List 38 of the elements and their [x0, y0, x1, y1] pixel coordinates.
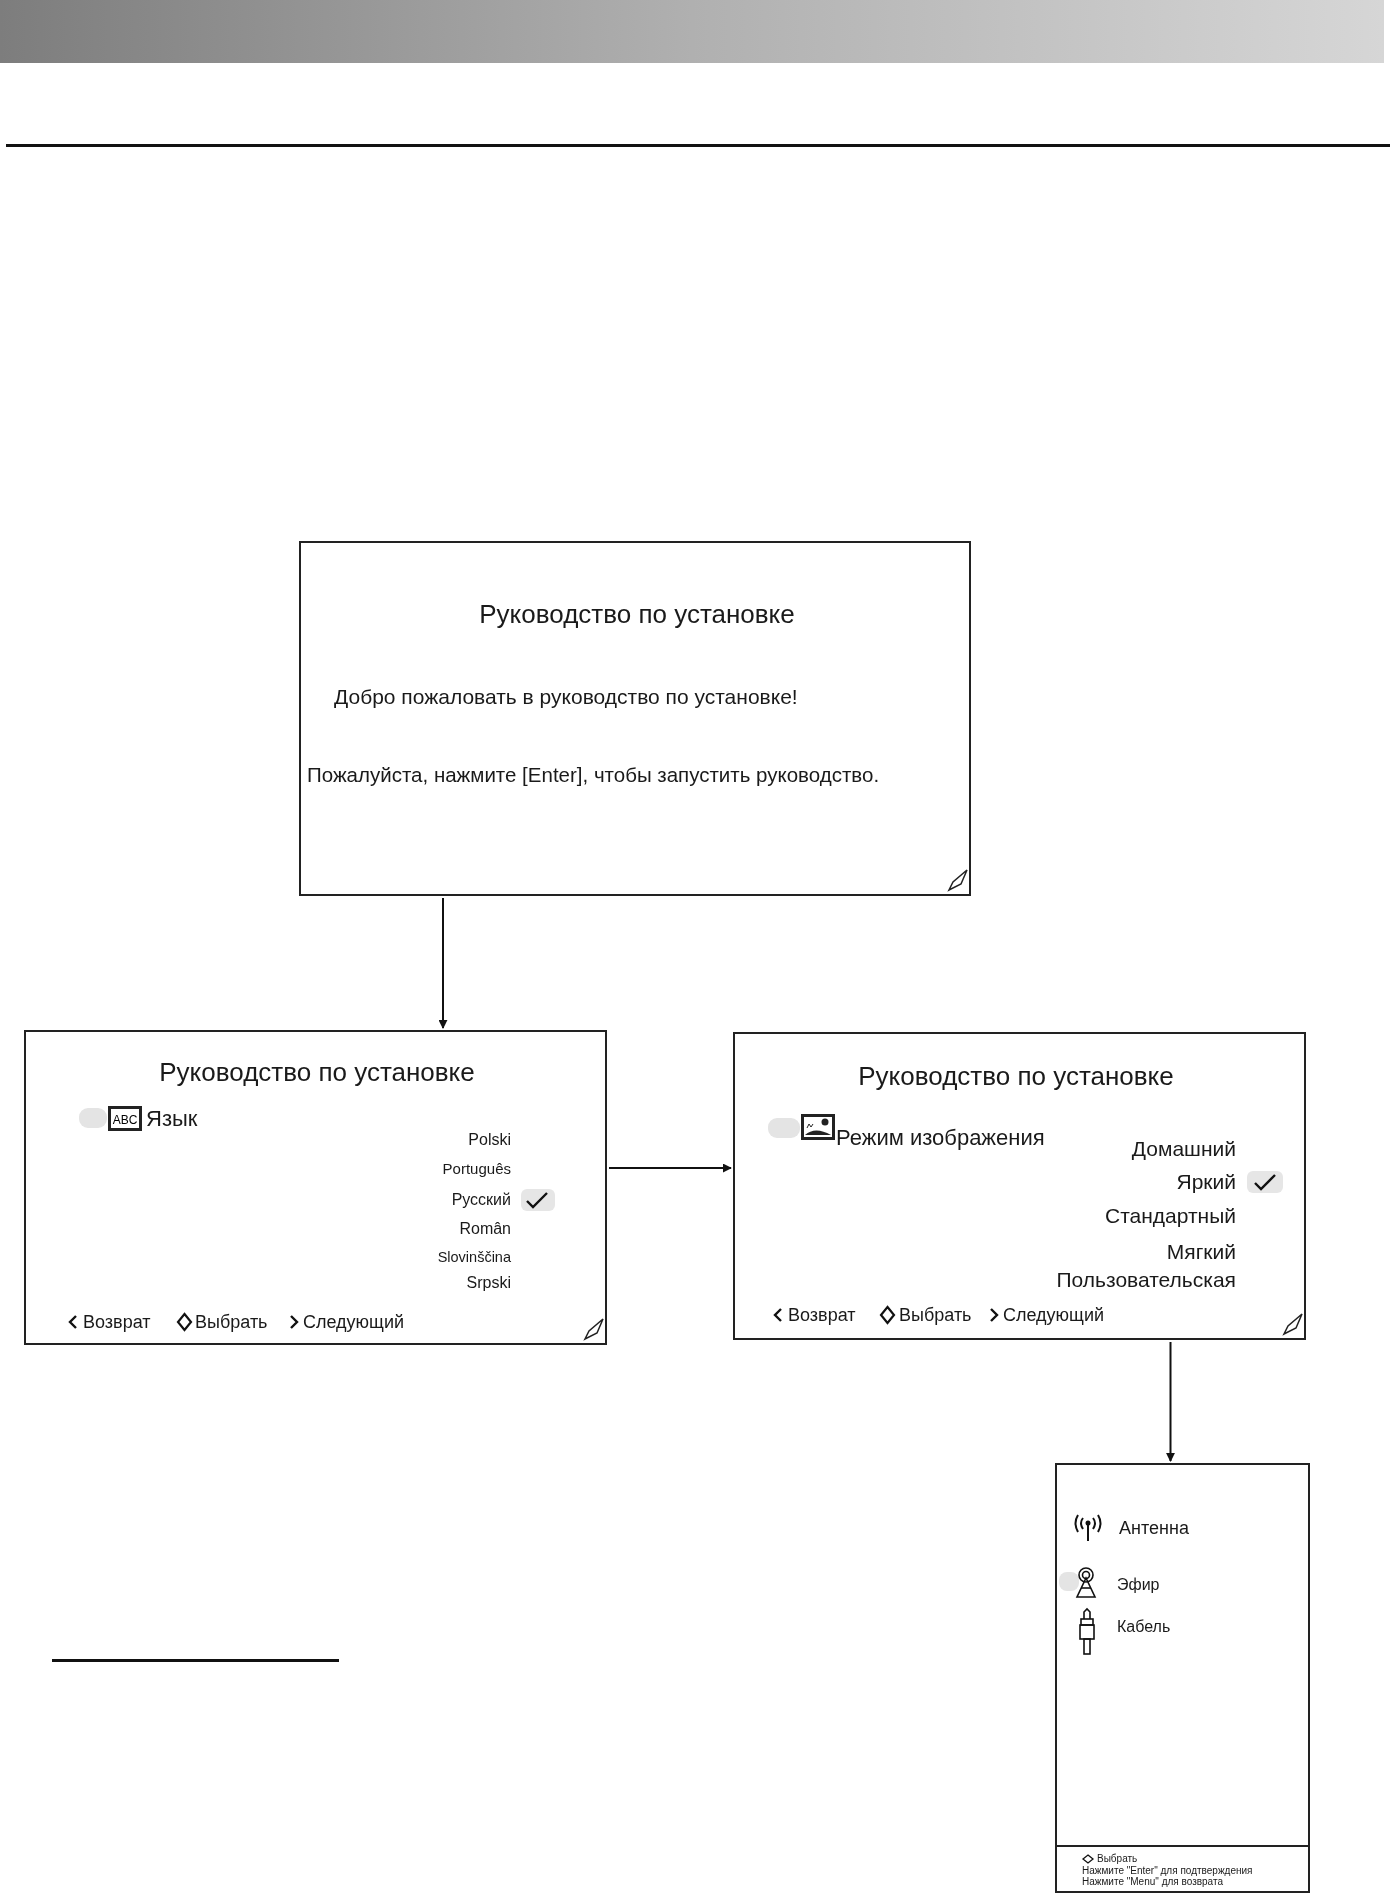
option-label: Român — [459, 1219, 511, 1239]
option-label: Кабель — [1117, 1617, 1171, 1637]
menu-heading: Язык — [146, 1106, 198, 1132]
abc-icon: ABC — [108, 1106, 142, 1131]
arrow — [438, 897, 448, 1029]
hint-label: Возврат — [83, 1311, 151, 1333]
hint-text: Нажмите "Enter" для подтверждения — [1082, 1865, 1253, 1877]
screen-panel — [733, 1032, 1306, 1340]
option-label: Slovinščina — [437, 1248, 511, 1266]
menu-heading: Антенна — [1119, 1517, 1189, 1539]
screen-panel — [299, 541, 971, 896]
hint-label: Следующий — [303, 1311, 405, 1333]
option-label: Яркий — [1176, 1169, 1236, 1195]
hint-label: Выбрать — [195, 1311, 268, 1333]
hint-label: Выбрать — [899, 1304, 972, 1326]
arrow — [1166, 1341, 1175, 1462]
option-label: Мягкий — [1166, 1239, 1236, 1265]
option-label: Polski — [468, 1130, 511, 1150]
instruction-text: Пожалуйста, нажмите [Enter], чтобы запустить руководство. — [307, 763, 880, 787]
option-label: Стандартный — [1105, 1203, 1236, 1229]
screen-panel — [1055, 1463, 1310, 1893]
hint-label: Следующий — [1003, 1304, 1105, 1326]
screen-title: Руководство по установке — [479, 600, 795, 630]
arrow — [608, 1163, 732, 1173]
menu-heading: Режим изображения — [836, 1125, 1045, 1151]
option-label: Русский — [451, 1190, 511, 1210]
hint-label: Возврат — [788, 1304, 856, 1326]
option-label: Пользовательская — [1056, 1267, 1236, 1293]
option-label: Эфир — [1117, 1575, 1160, 1595]
screen-panel — [24, 1030, 607, 1345]
screen-title: Руководство по установке — [858, 1062, 1174, 1092]
option-label: Srpski — [466, 1273, 511, 1293]
hint-text: Нажмите "Menu" для возврата — [1082, 1876, 1223, 1888]
screen-title: Руководство по установке — [159, 1058, 475, 1088]
option-label: Português — [442, 1160, 511, 1178]
option-label: Домашний — [1131, 1136, 1236, 1162]
welcome-text: Добро пожаловать в руководство по установке! — [334, 684, 798, 710]
hint-label: Выбрать — [1097, 1853, 1138, 1865]
